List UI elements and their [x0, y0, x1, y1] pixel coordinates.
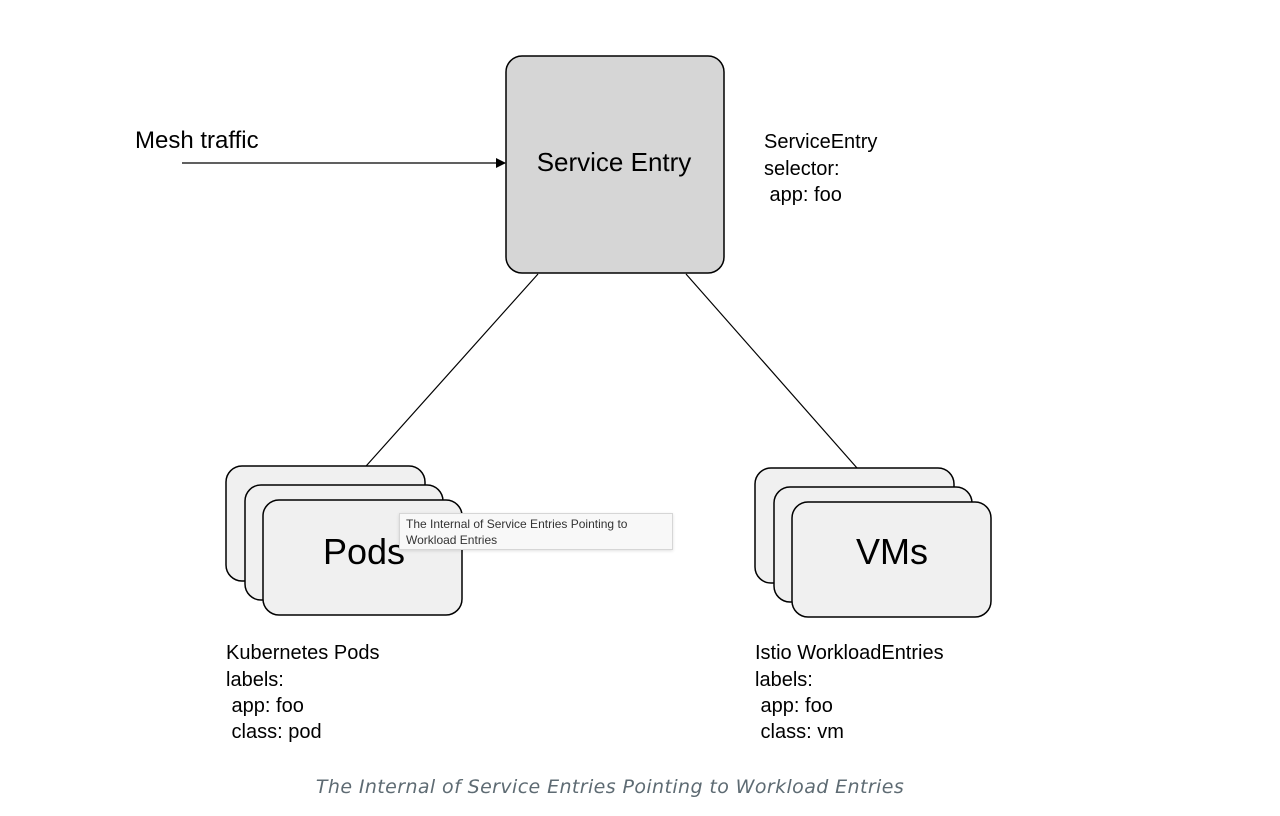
- service-entry-label: Service Entry: [537, 147, 692, 177]
- vms-stack: VMs: [754, 467, 992, 618]
- service-entry-config-line-2: selector:: [764, 158, 840, 180]
- pods-stack: Pods: [225, 465, 463, 616]
- mesh-traffic-label: Mesh traffic: [135, 127, 259, 154]
- vms-label: VMs: [856, 531, 928, 572]
- arrow-to-vms: [685, 273, 873, 486]
- pods-config-line-4: class: pod: [226, 721, 322, 743]
- tooltip-line-1: The Internal of Service Entries Pointing…: [406, 517, 628, 531]
- vms-card-front: [791, 501, 992, 618]
- vms-config-line-3: app: foo: [755, 695, 833, 717]
- vms-config-line-1: Istio WorkloadEntries: [755, 642, 944, 664]
- service-entry-config-line-3: app: foo: [764, 184, 842, 206]
- pods-config-line-3: app: foo: [226, 695, 304, 717]
- vms-config-line-4: class: vm: [755, 721, 844, 743]
- vms-config-line-2: labels:: [755, 669, 813, 691]
- service-entry-config-line-1: ServiceEntry: [764, 131, 877, 153]
- image-tooltip: The Internal of Service Entries Pointing…: [399, 513, 673, 550]
- pods-config-line-1: Kubernetes Pods: [226, 642, 379, 664]
- pods-config-line-2: labels:: [226, 669, 284, 691]
- figure-caption: The Internal of Service Entries Pointing…: [315, 776, 905, 798]
- pods-label: Pods: [323, 531, 405, 572]
- tooltip-line-2: Workload Entries: [406, 533, 498, 547]
- arrow-to-pods: [349, 273, 539, 485]
- service-entry-box: [505, 55, 725, 274]
